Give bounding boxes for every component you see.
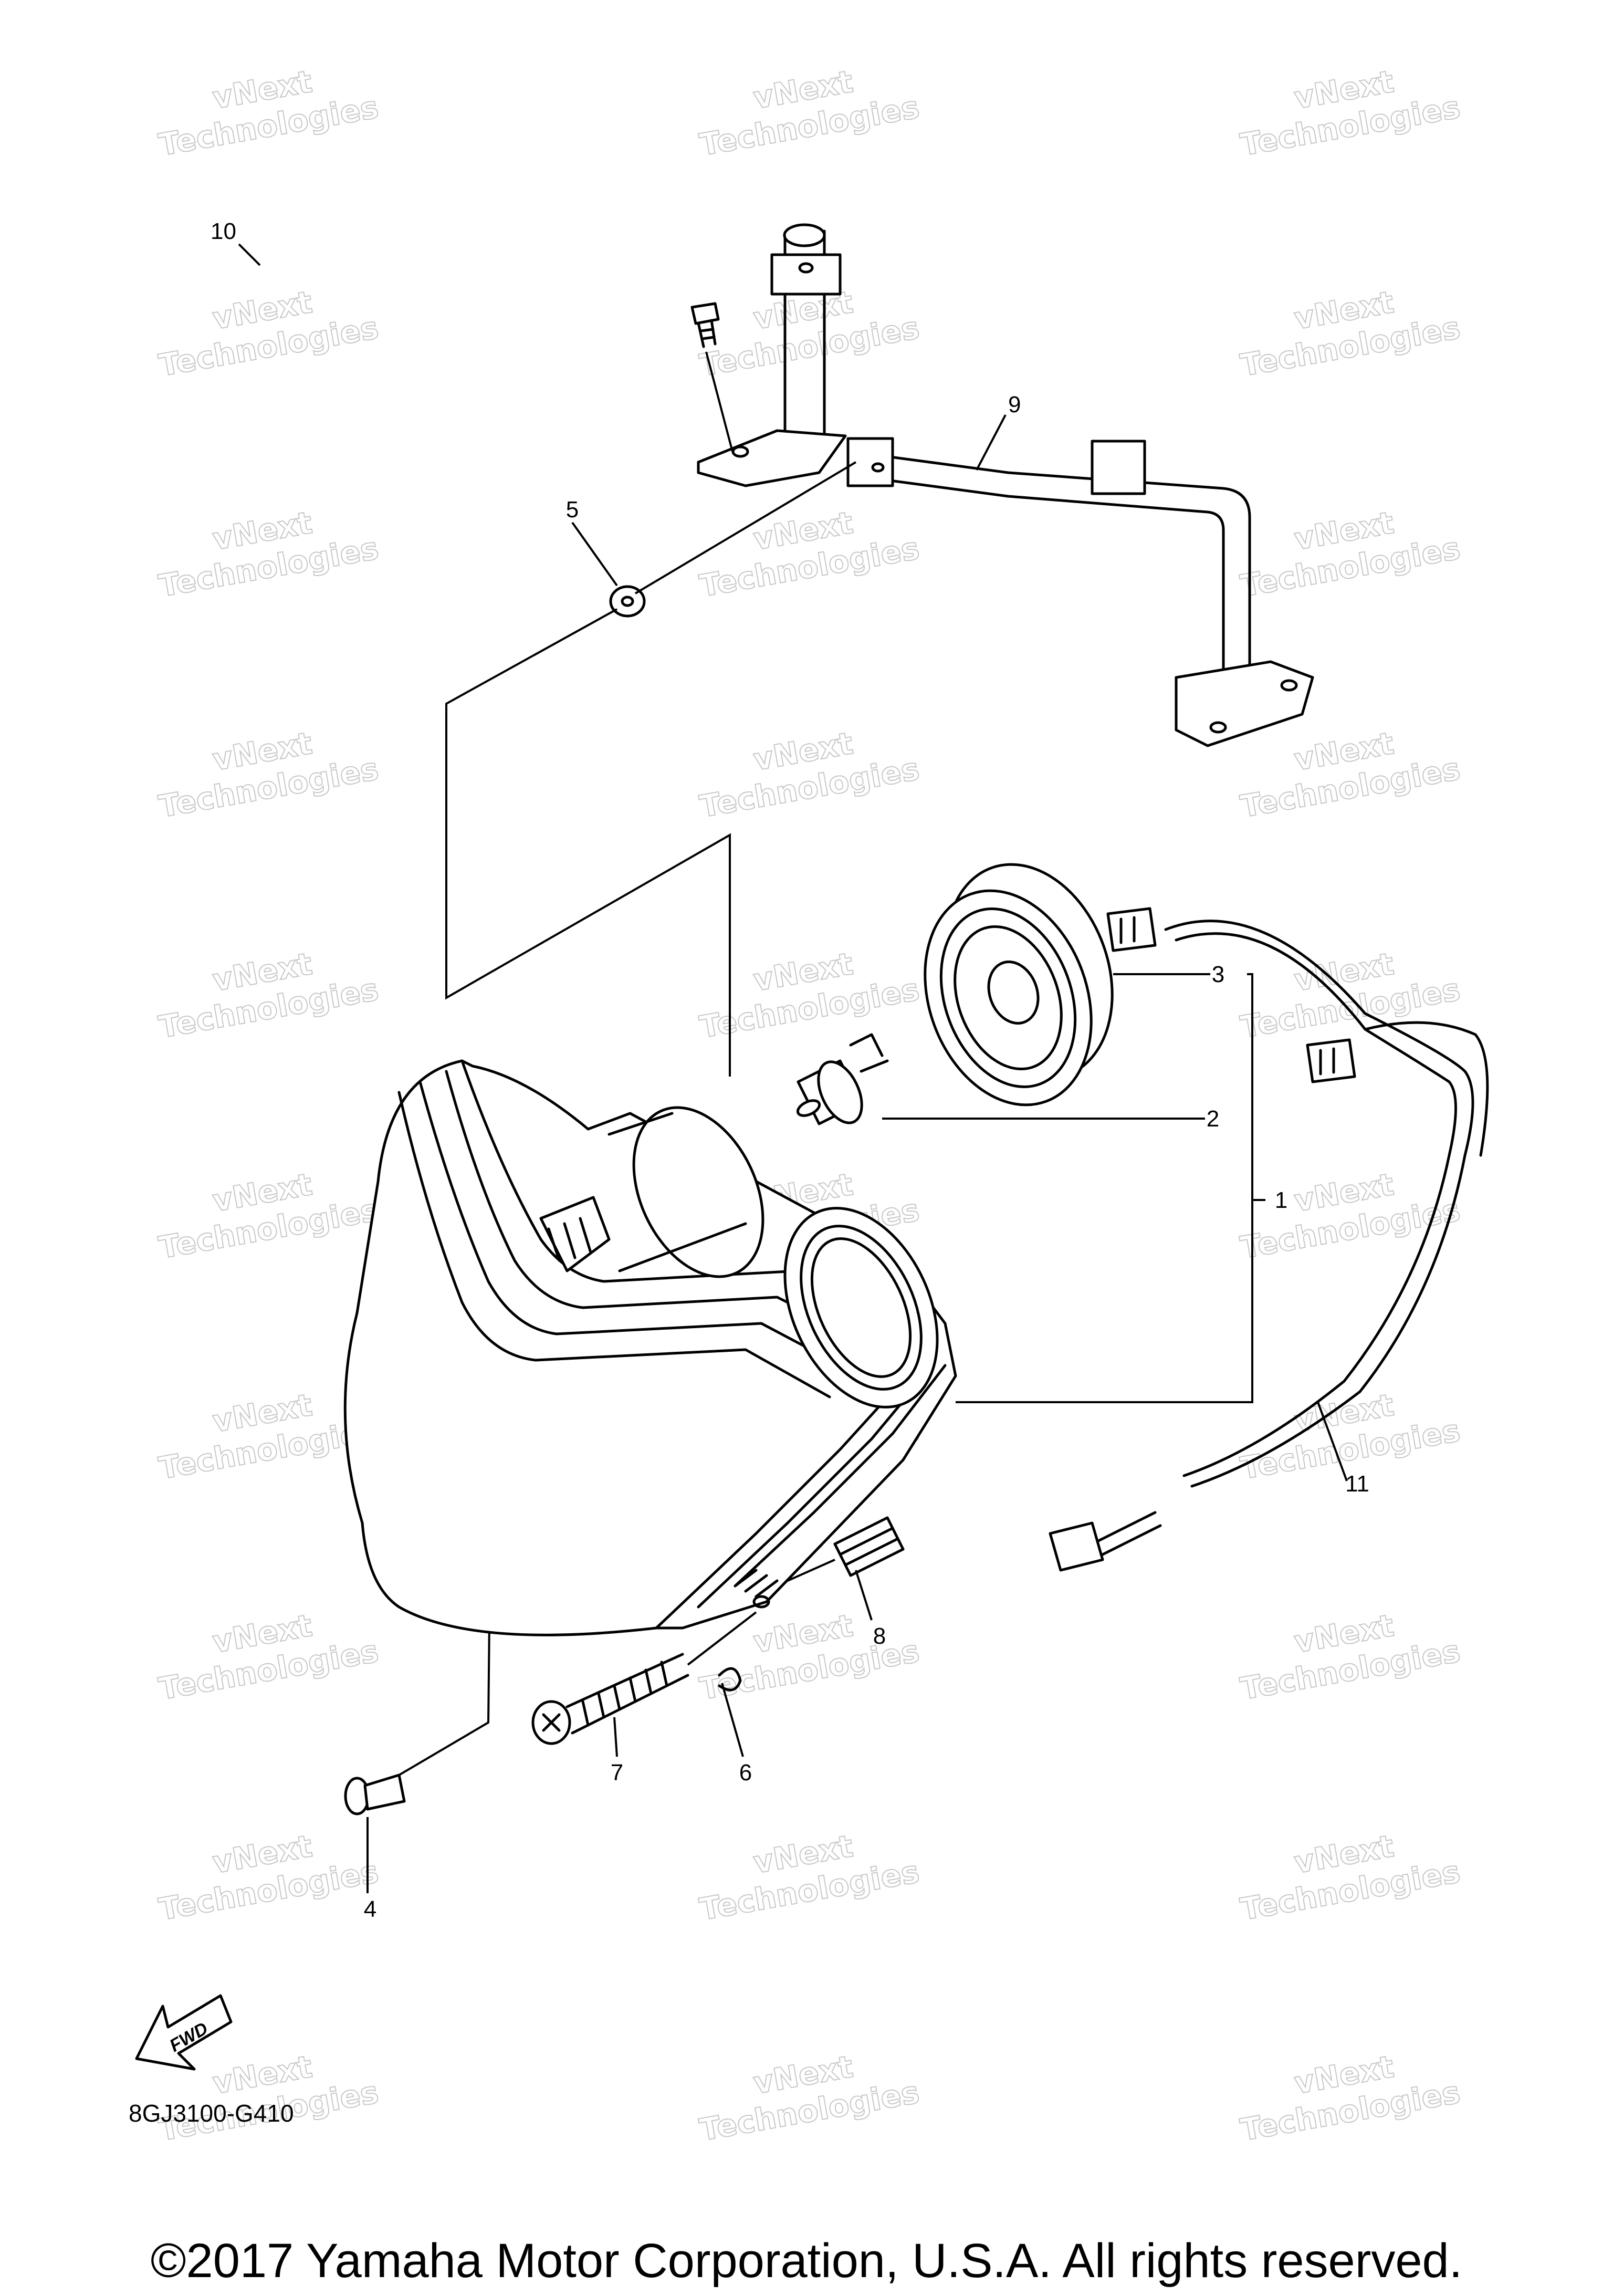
callout-1: 1 <box>1275 1187 1287 1213</box>
callout-2: 2 <box>1207 1106 1219 1132</box>
callout-9: 9 <box>1008 392 1021 418</box>
callout-11: 11 <box>1345 1471 1369 1497</box>
fwd-arrow-icon: FWD <box>135 1994 233 2071</box>
clip-part-6 <box>718 1667 742 1692</box>
headlight-housing <box>343 1059 957 1636</box>
callout-8: 8 <box>873 1623 886 1649</box>
callout-3: 3 <box>1212 962 1224 987</box>
callout-labels: 10 9 5 3 2 1 11 8 6 7 4 <box>211 218 1369 1922</box>
callout-5: 5 <box>566 497 579 523</box>
diagram-code: 8GJ3100-G410 <box>129 2100 294 2127</box>
callout-6: 6 <box>739 1760 752 1786</box>
spring-part-8 <box>787 1516 905 1582</box>
callout-leaders <box>238 243 1348 1893</box>
bulb-part-2 <box>796 1033 889 1125</box>
callout-10: 10 <box>211 218 236 244</box>
wire-harness-part-11 <box>1049 907 1489 1572</box>
copyright-notice: ©2017 Yamaha Motor Corporation, U.S.A. A… <box>150 2234 1463 2288</box>
headlight-bracket <box>697 223 1314 747</box>
callout-7: 7 <box>611 1760 623 1786</box>
screw-part-4 <box>344 1773 406 1815</box>
bulb-cover-part-3 <box>924 863 1114 1107</box>
screw-part-7 <box>531 1611 757 1745</box>
bolt-part-10 <box>690 302 734 452</box>
callout-4: 4 <box>364 1896 376 1922</box>
